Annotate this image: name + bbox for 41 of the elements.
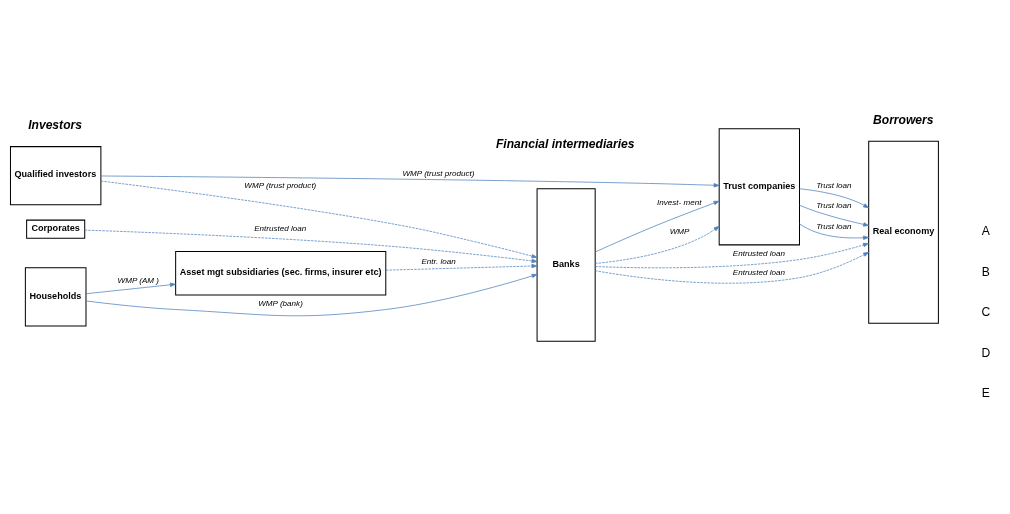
- edge-label: WMP (AM ): [117, 275, 159, 285]
- label: Investors: [28, 117, 82, 132]
- label: A: [981, 223, 990, 238]
- edge-label: Entrusted loan: [254, 223, 307, 233]
- arrow: [100, 175, 720, 187]
- node-box: Qualified investors: [9, 145, 102, 205]
- arrow: [594, 225, 720, 264]
- edge-label: Trust loan: [816, 221, 852, 231]
- arrow: [799, 187, 870, 208]
- label: Borrowers: [872, 112, 934, 127]
- edge-label: WMP: [669, 226, 690, 236]
- label: E: [981, 385, 990, 400]
- label: D: [981, 345, 991, 360]
- node-box: Banks: [536, 187, 596, 342]
- arrow: [85, 282, 176, 294]
- arrow: [85, 273, 538, 316]
- label: Financial intermediaries: [495, 136, 635, 151]
- node-box: Real economy: [868, 140, 939, 324]
- arrow: [799, 204, 869, 227]
- edge-label: WMP (trust product): [402, 168, 475, 178]
- edge-label: Entrusted loan: [732, 248, 785, 258]
- arrow: [100, 180, 538, 258]
- node-box: Trust companies: [718, 127, 800, 245]
- edge-label: Entr. loan: [421, 256, 456, 266]
- edge-label: Entrusted loan: [732, 267, 785, 277]
- edge-label: WMP (bank): [258, 298, 303, 308]
- node-box: Households: [24, 266, 87, 326]
- edge-label: Trust loan: [816, 200, 852, 210]
- label: C: [981, 304, 991, 319]
- edge-label: WMP (trust product): [244, 180, 317, 190]
- arrow: [84, 229, 538, 263]
- arrow: [799, 223, 869, 240]
- edge-label: Invest- ment: [657, 197, 702, 207]
- node-box: Corporates: [26, 219, 86, 239]
- edge-label: Trust loan: [816, 180, 852, 190]
- arrow: [594, 251, 870, 284]
- arrow: [594, 242, 869, 268]
- label: B: [981, 264, 990, 279]
- arrow: [595, 200, 720, 252]
- arrow: [385, 263, 538, 271]
- node-box: Asset mgt subsidiaries (sec. firms, insurer etc): [175, 250, 387, 295]
